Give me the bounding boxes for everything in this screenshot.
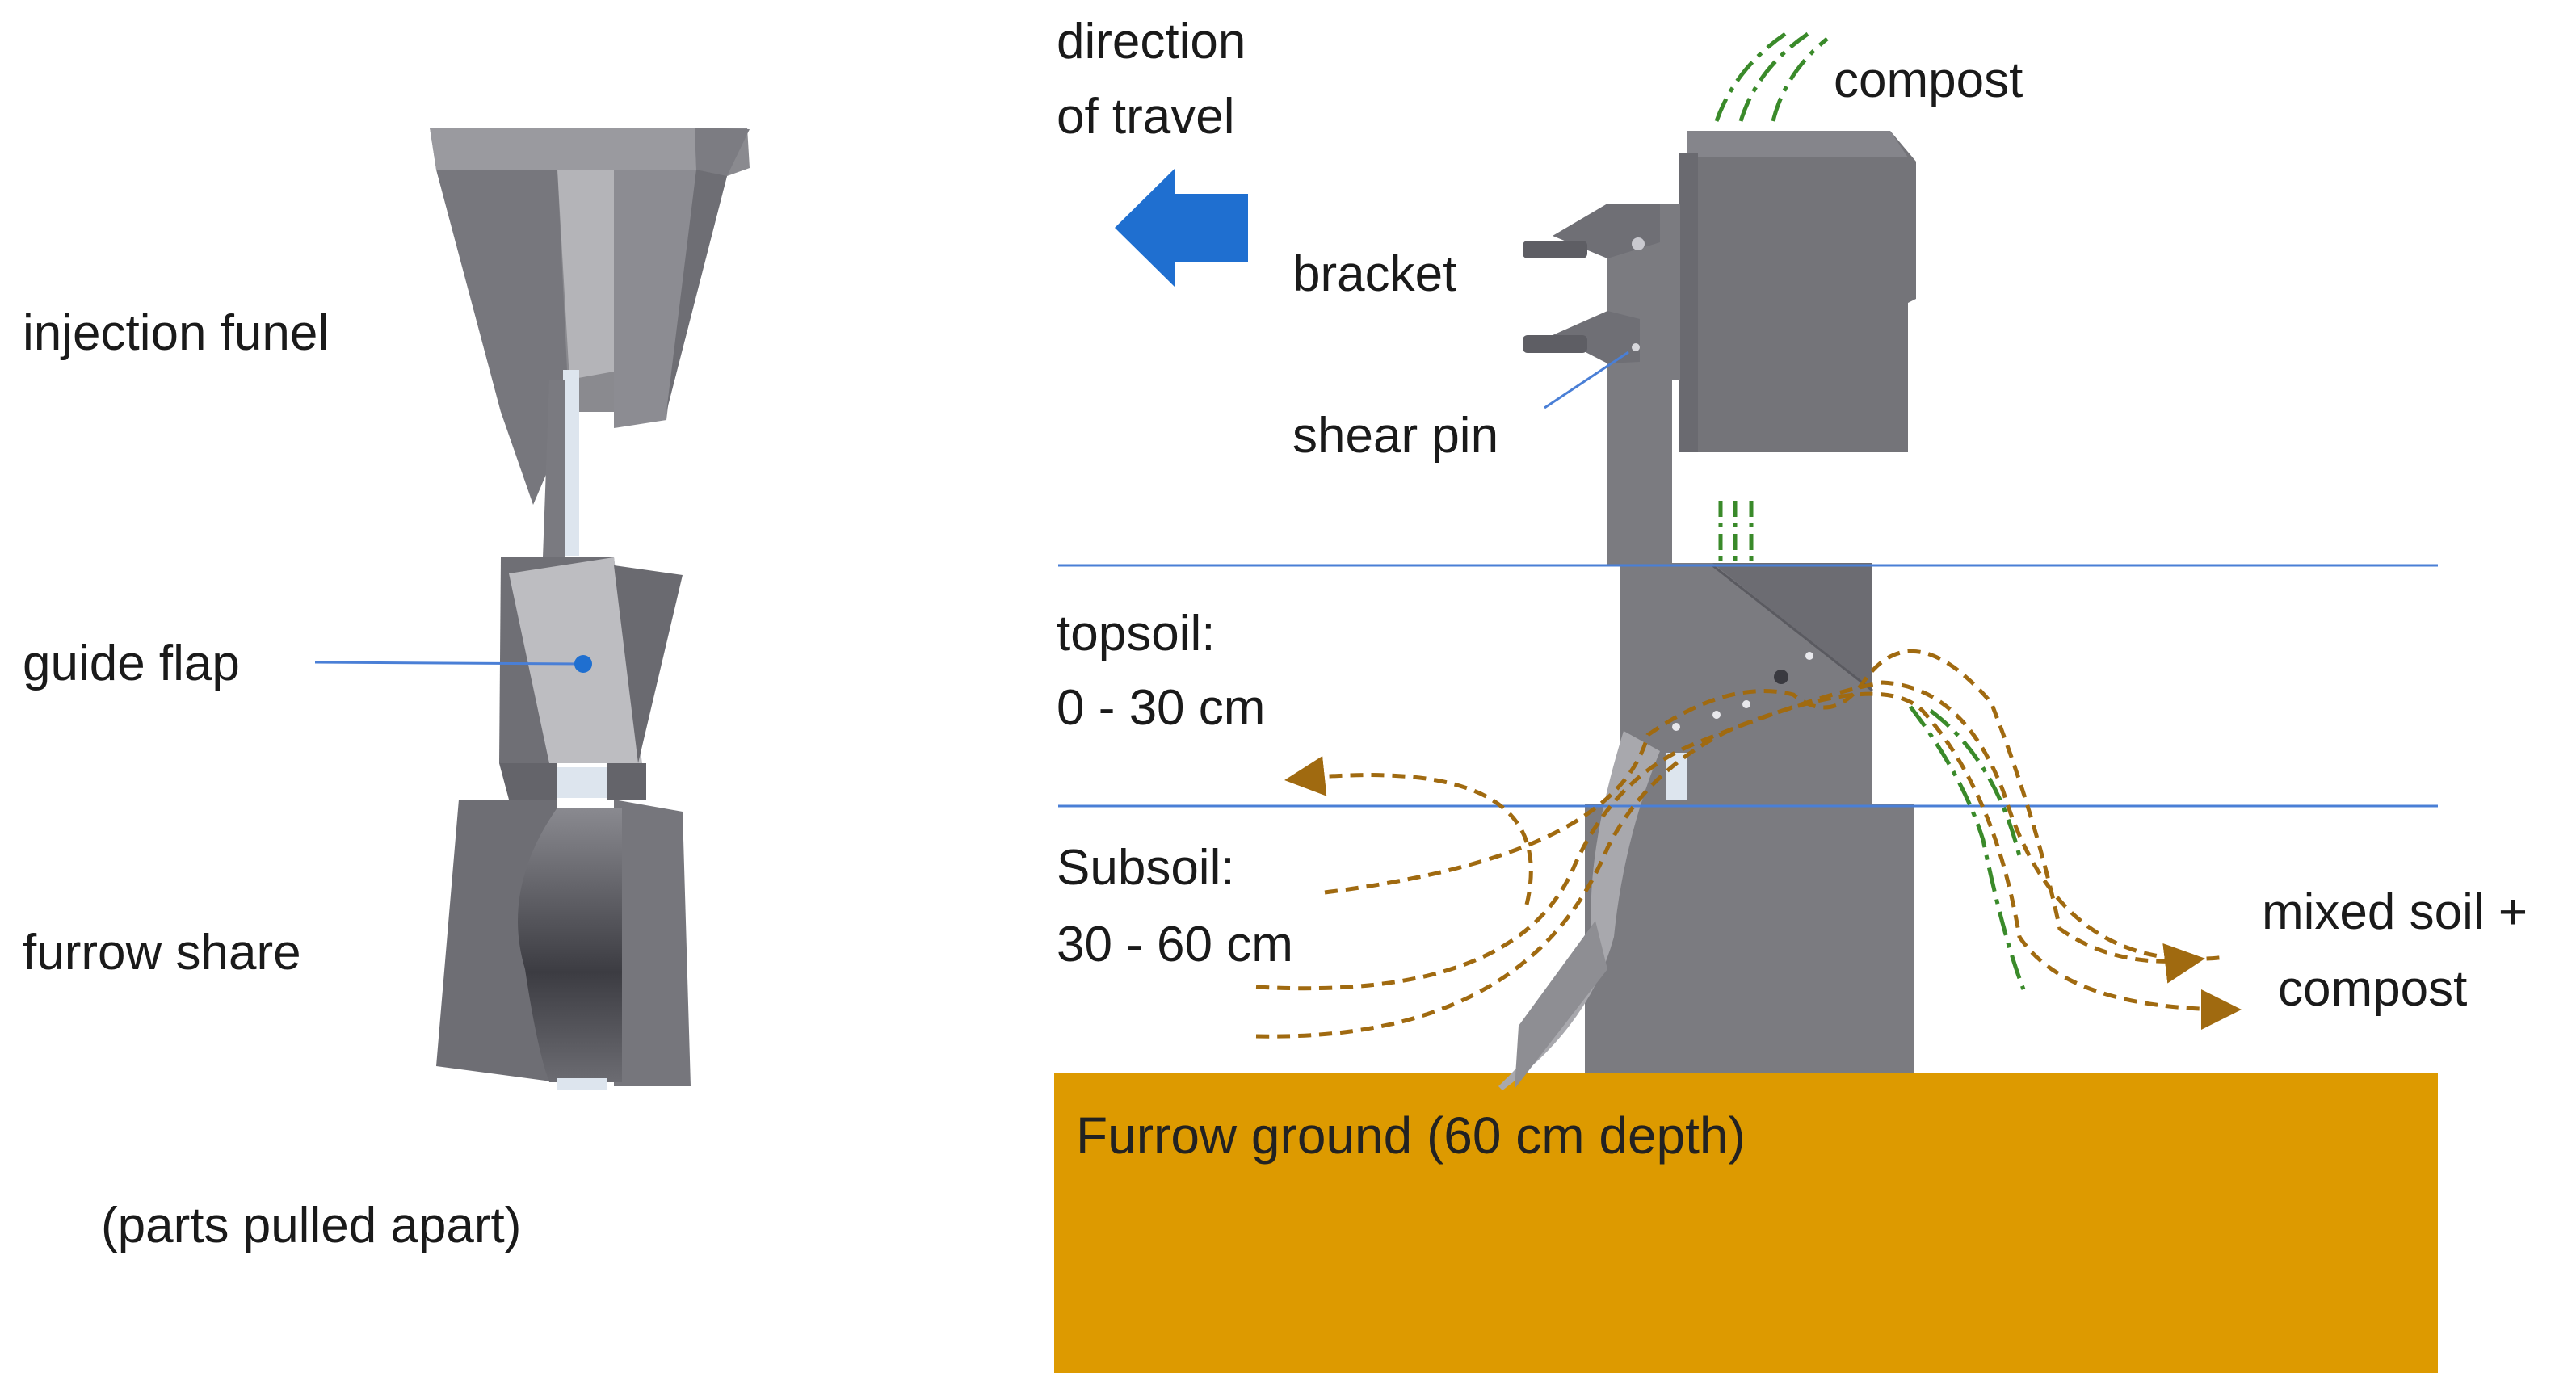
compost-hopper — [1679, 131, 1916, 452]
injection-funnel-part — [430, 128, 750, 557]
furrow-share-part — [436, 800, 691, 1090]
label-topsoil-line2: 0 - 30 cm — [1057, 680, 1265, 736]
label-guide-flap: guide flap — [23, 636, 240, 691]
label-subsoil-line1: Subsoil: — [1057, 840, 1235, 896]
soil-flow-arrows — [1255, 649, 2242, 1039]
compost-internal-lines — [1718, 501, 1754, 565]
direction-arrow — [1115, 168, 1248, 288]
guide-flap-part — [499, 557, 683, 800]
label-mixed-line2: compost — [2278, 961, 2467, 1017]
label-subsoil-line2: 30 - 60 cm — [1057, 917, 1293, 972]
soil-flow-lower — [1255, 691, 2242, 1039]
label-bracket: bracket — [1292, 246, 1456, 302]
shear-pin-pointer-line — [1544, 351, 1629, 409]
label-topsoil-line1: topsoil: — [1057, 606, 1215, 661]
label-furrow-share: furrow share — [23, 925, 301, 980]
compost-outflow-lines — [1909, 705, 2026, 990]
bracket-assembly — [1523, 204, 1680, 565]
furrow-share-body — [1498, 731, 1914, 1090]
label-direction-line2: of travel — [1057, 89, 1235, 145]
soil-flow-upper — [1324, 649, 2205, 984]
soil-flow-topsoil-left — [1284, 755, 1533, 905]
guide-flap-housing — [1620, 563, 1873, 804]
label-compost: compost — [1834, 52, 2023, 108]
furrow-ground — [1054, 1073, 2438, 1373]
label-furrow-ground: Furrow ground (60 cm depth) — [1076, 1106, 1746, 1165]
label-mixed-line1: mixed soil + — [2262, 884, 2528, 940]
label-direction-line1: direction — [1057, 14, 1246, 69]
guide-flap-pointer-line — [314, 661, 584, 666]
guide-flap-pointer-dot — [574, 655, 592, 673]
assembled-view: Furrow ground (60 cm depth) — [1054, 14, 2528, 1373]
compost-inflow-lines — [1714, 31, 1829, 122]
caption-parts-pulled-apart: (parts pulled apart) — [101, 1198, 521, 1253]
label-injection-funnel: injection funel — [23, 305, 329, 361]
label-shear-pin: shear pin — [1292, 408, 1498, 464]
exploded-view: injection funel guide flap furrow share … — [23, 128, 750, 1253]
